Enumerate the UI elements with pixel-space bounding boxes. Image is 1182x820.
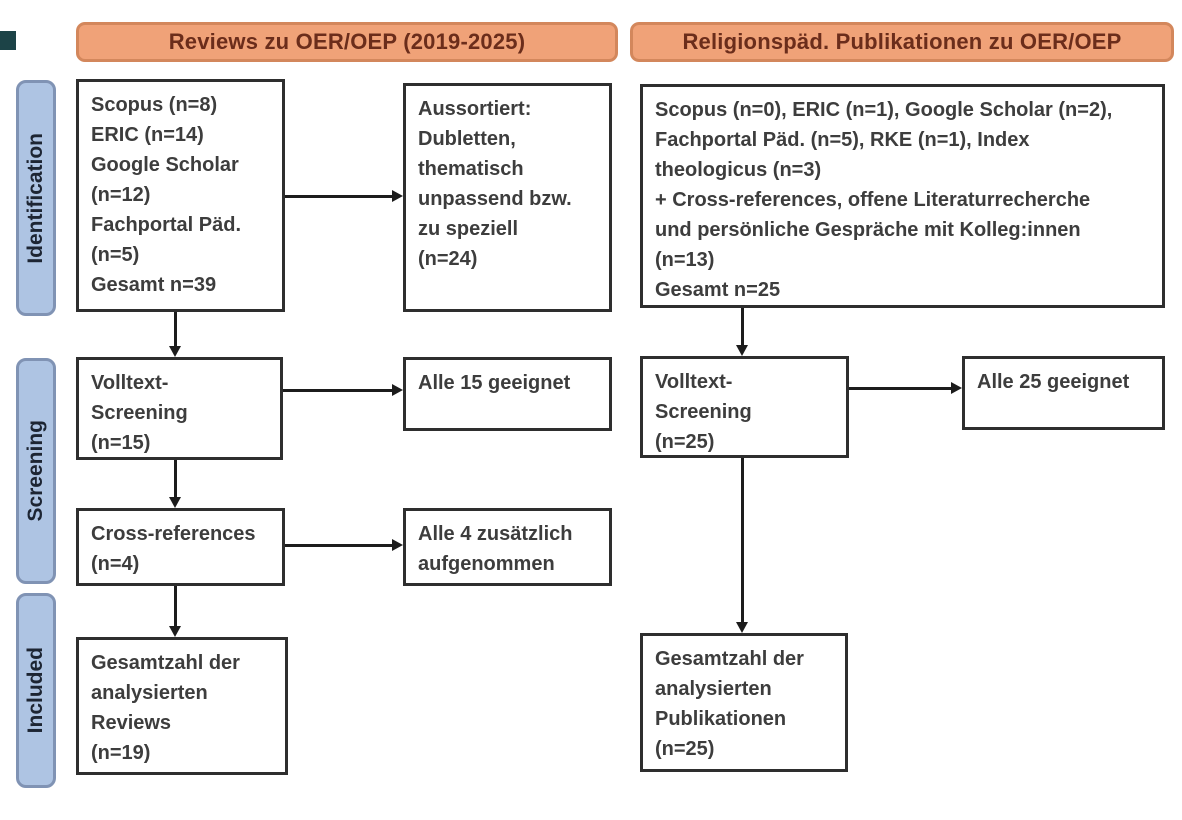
box-left-excluded: Aussortiert: Dubletten, thematisch unpas… [403,83,612,312]
box-right-fulltext-result: Alle 25 geeignet [962,356,1165,430]
arrow-left-fulltext-to-result [283,384,403,396]
stage-label-included-text: Included [24,647,47,734]
box-left-cross-references-result: Alle 4 zusätzlich aufgenommen [403,508,612,586]
box-right-fulltext-screening: Volltext- Screening (n=25) [640,356,849,458]
box-right-sources: Scopus (n=0), ERIC (n=1), Google Scholar… [640,84,1165,308]
box-left-cross-references: Cross-references (n=4) [76,508,285,586]
arrow-right-fulltext-to-included [736,458,748,633]
box-left-fulltext-result: Alle 15 geeignet [403,357,612,431]
arrow-left-crossref-to-included [169,586,181,637]
stage-label-screening: Screening [16,358,56,584]
arrow-left-fulltext-to-crossref [169,460,181,508]
box-left-fulltext-screening: Volltext- Screening (n=15) [76,357,283,460]
stage-label-identification: Identification [16,80,56,316]
arrow-right-fulltext-to-result [849,382,962,394]
stage-label-screening-text: Screening [24,420,47,522]
stage-label-identification-text: Identification [24,132,47,264]
arrow-left-crossref-to-result [285,539,403,551]
column-header-religionspaed: Religionspäd. Publikationen zu OER/OEP [630,22,1174,62]
column-header-reviews-label: Reviews zu OER/OEP (2019-2025) [168,29,526,54]
arrow-right-sources-to-fulltext [736,308,748,356]
arrow-left-sources-to-fulltext [169,312,181,357]
box-right-included-total: Gesamtzahl der analysierten Publikatione… [640,633,848,772]
page-artifact-square [0,31,16,50]
stage-label-included: Included [16,593,56,788]
column-header-religionspaed-label: Religionspäd. Publikationen zu OER/OEP [682,29,1122,54]
box-left-sources: Scopus (n=8) ERIC (n=14) Google Scholar … [76,79,285,312]
box-left-included-total: Gesamtzahl der analysierten Reviews (n=1… [76,637,288,775]
arrow-left-sources-to-excluded [285,190,403,202]
column-header-reviews: Reviews zu OER/OEP (2019-2025) [76,22,618,62]
